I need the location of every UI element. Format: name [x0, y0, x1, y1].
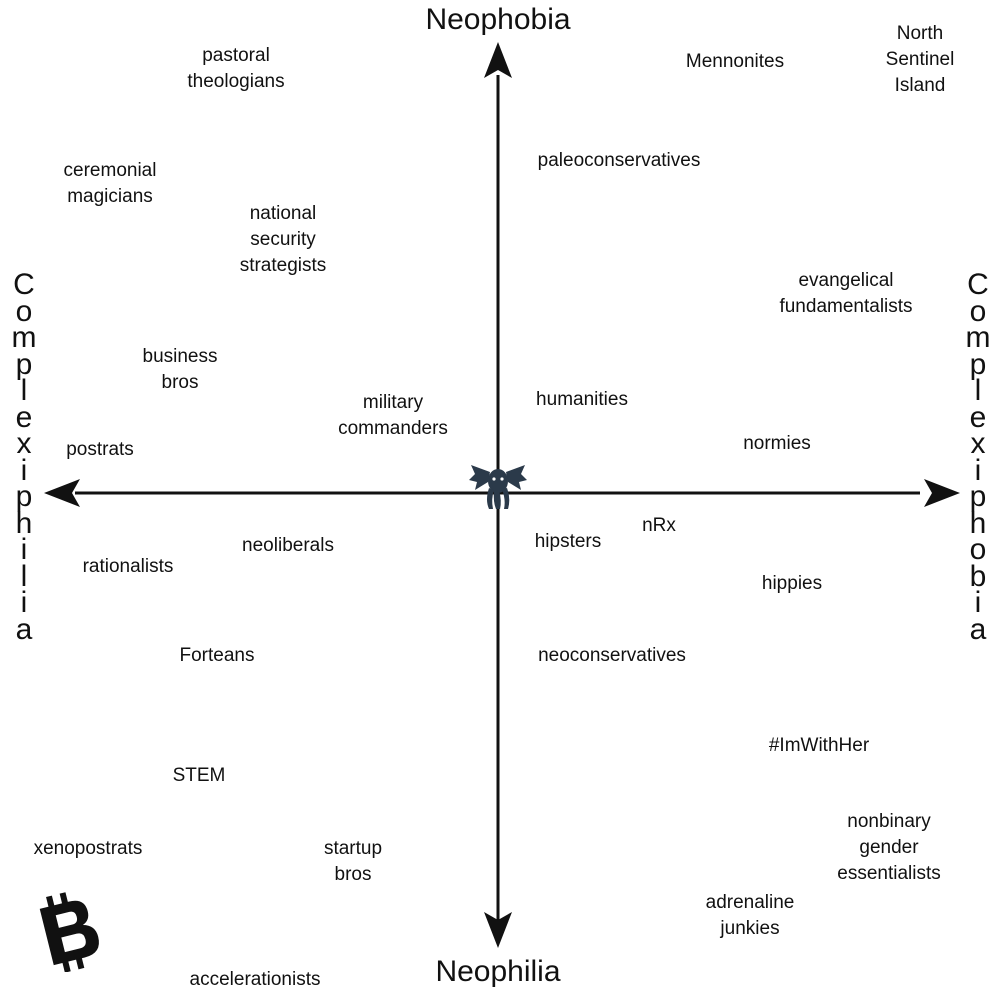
label-nrx: nRx	[642, 515, 676, 536]
axis-letter: i	[20, 533, 28, 566]
label-pastoral-theologians: pastoral theologians	[187, 45, 285, 92]
bitcoin-icon	[39, 892, 99, 972]
label-normies: normies	[743, 433, 811, 454]
label-military-commanders: military commanders	[338, 392, 448, 439]
axis-letter: h	[969, 506, 987, 540]
axis-letter: o	[969, 294, 987, 328]
label-paleoconservatives: paleoconservatives	[537, 150, 701, 171]
axis-letter: x	[16, 427, 32, 460]
axis-letter: p	[15, 347, 33, 381]
axis-letter: h	[15, 506, 33, 540]
axis-letter: e	[969, 400, 987, 434]
axis-letter: p	[15, 480, 33, 513]
label-adrenaline-junkies: adrenaline junkies	[705, 892, 795, 939]
axis-title-bottom: Neophilia	[435, 955, 561, 988]
label-rationalists: rationalists	[82, 556, 174, 577]
arrow-left-icon	[44, 479, 80, 507]
axis-letter: l	[20, 559, 28, 593]
label-hippies: hippies	[761, 573, 823, 594]
label-forteans: Forteans	[179, 645, 255, 666]
label-humanities: humanities	[536, 389, 628, 410]
axis-letter: e	[15, 400, 33, 434]
label-evangelical-fundamentalists: evangelical fundamentalists	[779, 270, 913, 317]
label-xenopostrats: xenopostrats	[33, 838, 143, 859]
axis-letter: l	[20, 374, 28, 407]
arrow-down-icon	[484, 912, 512, 948]
axis-letter: C	[967, 268, 989, 301]
axis-letter: o	[969, 533, 987, 566]
label-hipsters: hipsters	[534, 531, 602, 552]
label-national-security-strategists: national security strategists	[239, 203, 327, 276]
axis-letter: i	[20, 586, 28, 619]
label-stem: STEM	[172, 765, 226, 786]
label-ceremonial-magicians: ceremonial magicians	[63, 160, 157, 207]
axis-letter: i	[20, 453, 28, 487]
label-startup-bros: startup bros	[323, 838, 383, 885]
label-neoliberals: neoliberals	[242, 535, 334, 556]
label-accelerationists: accelerationists	[189, 969, 321, 990]
axis-letter: m	[965, 321, 991, 354]
label-postrats: postrats	[66, 439, 134, 460]
label-imwithher: #ImWithHer	[768, 735, 870, 756]
axis-letter: o	[15, 294, 33, 328]
label-north-sentinel-island: North Sentinel Island	[885, 23, 955, 96]
axis-letter: i	[974, 586, 982, 619]
axis-letter: p	[969, 480, 987, 513]
axis-letter: a	[969, 612, 987, 646]
axis-letter: i	[974, 453, 982, 487]
axis-title-top: Neophobia	[425, 3, 571, 36]
label-business-bros: business bros	[142, 346, 218, 393]
axis-letter: m	[11, 321, 37, 354]
label-nonbinary-gender-essentialists: nonbinary gender essentialists	[837, 811, 941, 884]
axis-letter: l	[974, 374, 982, 407]
axis-letter: C	[13, 268, 35, 301]
label-neoconservatives: neoconservatives	[538, 645, 686, 666]
tentacled-creature-icon	[469, 465, 527, 509]
arrow-right-icon	[924, 479, 960, 507]
axis-letter: p	[969, 347, 987, 381]
axis-letter: a	[15, 612, 33, 646]
label-mennonites: Mennonites	[685, 51, 785, 72]
axis-letter: x	[970, 427, 986, 460]
arrow-up-icon	[484, 42, 512, 78]
axis-letter: b	[969, 559, 987, 593]
